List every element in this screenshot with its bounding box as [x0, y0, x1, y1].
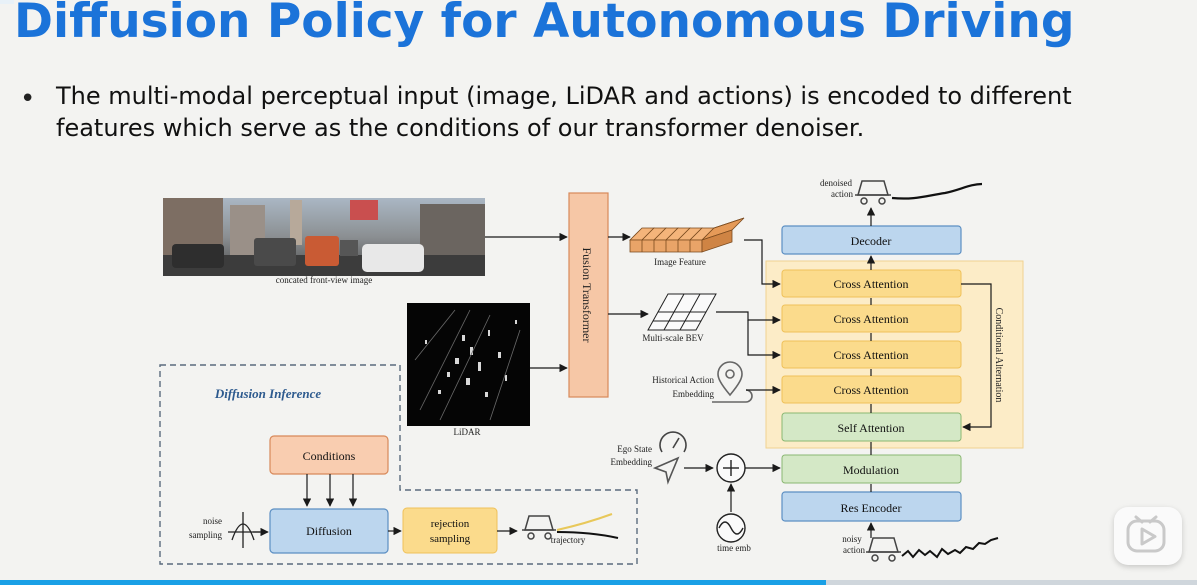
play-button[interactable] — [1114, 507, 1182, 565]
modulation-label: Modulation — [843, 463, 899, 477]
denoised-trajectory-line — [891, 182, 983, 200]
noise-sampling-label-2: sampling — [189, 530, 222, 540]
denoised-label-2: action — [831, 189, 853, 199]
video-progress-fill — [0, 580, 826, 585]
image-caption: concated front-view image — [276, 275, 372, 285]
self-attention-label: Self Attention — [838, 421, 905, 435]
noisy-label-2: action — [843, 545, 865, 555]
diffusion-inference-title: Diffusion Inference — [214, 386, 322, 401]
play-icon — [1126, 515, 1166, 553]
video-progress-bar[interactable] — [0, 580, 1197, 585]
window-corner-marker — [0, 0, 14, 4]
noisy-trajectory-line — [901, 537, 999, 559]
bev-grid-icon — [647, 293, 717, 331]
slide-title: Diffusion Policy for Autonomous Driving — [14, 0, 1075, 49]
bev-label: Multi-scale BEV — [642, 333, 704, 343]
speedometer-icon — [659, 431, 687, 453]
navigation-arrow-icon — [652, 456, 680, 485]
noise-axis-icon — [228, 512, 260, 548]
time-emb-label: time emb — [717, 543, 751, 553]
cross-attention-label-4: Cross Attention — [833, 383, 908, 397]
cross-attention-label-2: Cross Attention — [833, 312, 908, 326]
diffusion-label: Diffusion — [306, 524, 352, 538]
historical-action-label-1: Historical Action — [652, 375, 714, 385]
cross-attention-label-1: Cross Attention — [833, 277, 908, 291]
trajectory-label: trajectory — [551, 535, 586, 545]
historical-action-label-2: Embedding — [673, 389, 715, 399]
lidar-image — [407, 303, 530, 426]
trajectory-selected-line — [556, 531, 619, 539]
conditions-label: Conditions — [303, 449, 356, 463]
rejection-sampling-label-1: rejection — [431, 518, 470, 530]
trajectory-car-icon — [522, 515, 556, 540]
diffusion-inference-region — [159, 364, 638, 565]
rejection-sampling-label-2: sampling — [430, 533, 471, 545]
res-encoder-label: Res Encoder — [841, 501, 902, 515]
location-pin-icon — [712, 361, 753, 403]
fusion-transformer-block — [568, 192, 609, 398]
decoder-label: Decoder — [851, 234, 892, 248]
lidar-label: LiDAR — [454, 427, 481, 437]
noisy-label-1: noisy — [842, 534, 862, 544]
bullet-text: The multi-modal perceptual input (image,… — [56, 82, 1072, 142]
rejection-sampling-block — [402, 507, 498, 554]
sine-wave-icon — [716, 513, 746, 543]
ego-state-label-2: Embedding — [611, 457, 653, 467]
fusion-transformer-label: Fusion Transformer — [580, 247, 594, 342]
conditions-block — [269, 435, 389, 475]
sum-node-icon — [716, 453, 746, 483]
conditional-alternation-label: Conditional Alternation — [993, 308, 1004, 403]
cross-attention-label-3: Cross Attention — [833, 348, 908, 362]
front-view-image — [163, 198, 485, 276]
noisy-car-icon — [866, 537, 901, 562]
image-feature-label: Image Feature — [654, 257, 706, 267]
ego-state-label-1: Ego State — [617, 444, 652, 454]
car-icon — [855, 180, 891, 205]
noise-sampling-label-1: noise — [203, 516, 222, 526]
denoised-label-1: denoised — [820, 178, 852, 188]
trajectory-candidate-line — [556, 513, 613, 531]
bullet-point: • — [20, 84, 36, 114]
image-feature-icon — [629, 217, 745, 253]
